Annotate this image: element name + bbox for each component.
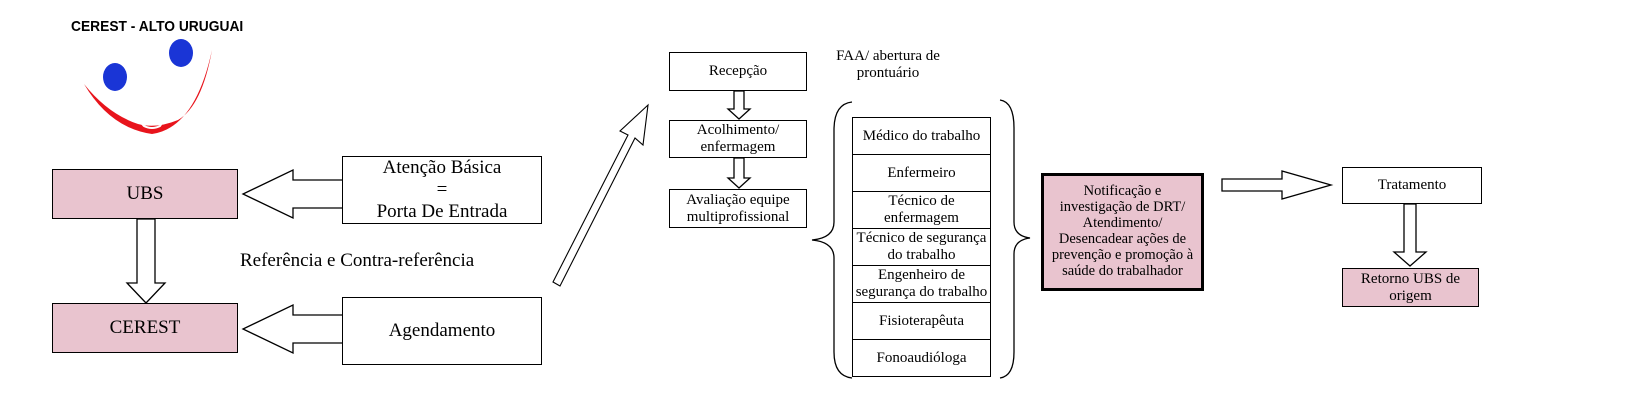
faa-line1: FAA/ abertura de bbox=[836, 48, 940, 64]
retorno-line2: origem bbox=[1389, 287, 1432, 304]
acolhimento-to-avaliacao-arrow bbox=[726, 157, 752, 189]
agendamento-box: Agendamento bbox=[342, 297, 542, 365]
atencao-line3: Porta De Entrada bbox=[376, 200, 508, 222]
team-item-label: Técnico de bbox=[888, 193, 955, 210]
referencia-label: Referência e Contra-referência bbox=[240, 250, 475, 271]
notificacao-line5: prevenção e promoção à bbox=[1051, 246, 1194, 263]
notificacao-to-tratamento-arrow bbox=[1221, 170, 1334, 200]
retorno-line1: Retorno UBS de bbox=[1360, 270, 1461, 287]
team-item-fisioterapeuta: Fisioterapêuta bbox=[852, 302, 991, 340]
notificacao-line6: saúde do trabalhador bbox=[1062, 262, 1183, 279]
cerest-box: CEREST bbox=[52, 303, 238, 353]
recepcao-label: Recepção bbox=[708, 63, 768, 80]
acolhimento-line1: Acolhimento/ bbox=[696, 122, 780, 139]
atencao-to-ubs-arrow bbox=[241, 168, 344, 220]
avaliacao-box: Avaliação equipe multiprofissional bbox=[669, 189, 807, 228]
acolhimento-box: Acolhimento/ enfermagem bbox=[669, 120, 807, 158]
team-item-fonoaudiologa: Fonoaudióloga bbox=[852, 339, 991, 377]
team-item-label: Técnico de segurança bbox=[856, 230, 987, 247]
faa-label: FAA/ abertura de prontuário bbox=[826, 48, 950, 83]
tratamento-label: Tratamento bbox=[1377, 177, 1447, 194]
agendamento-to-cerest-arrow bbox=[241, 303, 344, 355]
team-item-engenheiro: Engenheiro de segurança do trabalho bbox=[852, 265, 991, 303]
agendamento-label: Agendamento bbox=[388, 320, 496, 342]
notificacao-line1: Notificação e bbox=[1083, 183, 1162, 200]
atencao-basica-box: Atenção Básica = Porta De Entrada bbox=[342, 156, 542, 224]
cerest-logo-icon bbox=[84, 39, 212, 134]
team-item-label: Enfermeiro bbox=[887, 164, 956, 181]
atencao-line2: = bbox=[436, 179, 448, 201]
team-left-brace bbox=[811, 101, 853, 379]
team-item-medico: Médico do trabalho bbox=[852, 117, 991, 155]
recepcao-box: Recepção bbox=[669, 52, 807, 91]
team-item-label: Médico do trabalho bbox=[862, 127, 981, 144]
acolhimento-line2: enfermagem bbox=[700, 139, 776, 155]
logo-title: CEREST - ALTO URUGUAI bbox=[71, 18, 244, 35]
team-item-label-2: segurança do trabalho bbox=[855, 284, 988, 300]
tratamento-to-retorno-arrow bbox=[1392, 203, 1428, 267]
team-right-brace bbox=[999, 99, 1031, 379]
ubs-label: UBS bbox=[126, 183, 164, 205]
notificacao-line2: investigação de DRT/ bbox=[1059, 199, 1186, 216]
notificacao-line4: Desencadear ações de bbox=[1058, 231, 1187, 247]
ubs-to-cerest-arrow bbox=[125, 218, 167, 304]
cerest-label: CEREST bbox=[109, 317, 181, 339]
team-item-tecnico-enfermagem: Técnico de enfermagem bbox=[852, 191, 991, 229]
team-item-label-2: enfermagem bbox=[884, 210, 959, 226]
retorno-ubs-box: Retorno UBS de origem bbox=[1342, 268, 1479, 307]
ubs-box: UBS bbox=[52, 169, 238, 219]
tratamento-box: Tratamento bbox=[1342, 167, 1482, 204]
notificacao-box: Notificação e investigação de DRT/ Atend… bbox=[1041, 173, 1204, 291]
team-item-label-2: do trabalho bbox=[887, 247, 956, 263]
team-item-tecnico-seguranca: Técnico de segurança do trabalho bbox=[852, 228, 991, 266]
recepcao-to-acolhimento-arrow bbox=[726, 90, 752, 120]
notificacao-line3: Atendimento/ bbox=[1082, 215, 1163, 232]
diagonal-to-recepcao-arrow bbox=[552, 103, 649, 287]
avaliacao-line1: Avaliação equipe bbox=[686, 191, 790, 208]
team-item-label: Engenheiro de bbox=[877, 267, 966, 284]
faa-line2: prontuário bbox=[856, 65, 920, 82]
team-item-label: Fonoaudióloga bbox=[876, 349, 967, 366]
team-item-enfermeiro: Enfermeiro bbox=[852, 154, 991, 192]
team-item-label: Fisioterapêuta bbox=[879, 312, 964, 329]
avaliacao-line2: multiprofissional bbox=[686, 208, 790, 225]
atencao-line1: Atenção Básica bbox=[382, 157, 502, 179]
